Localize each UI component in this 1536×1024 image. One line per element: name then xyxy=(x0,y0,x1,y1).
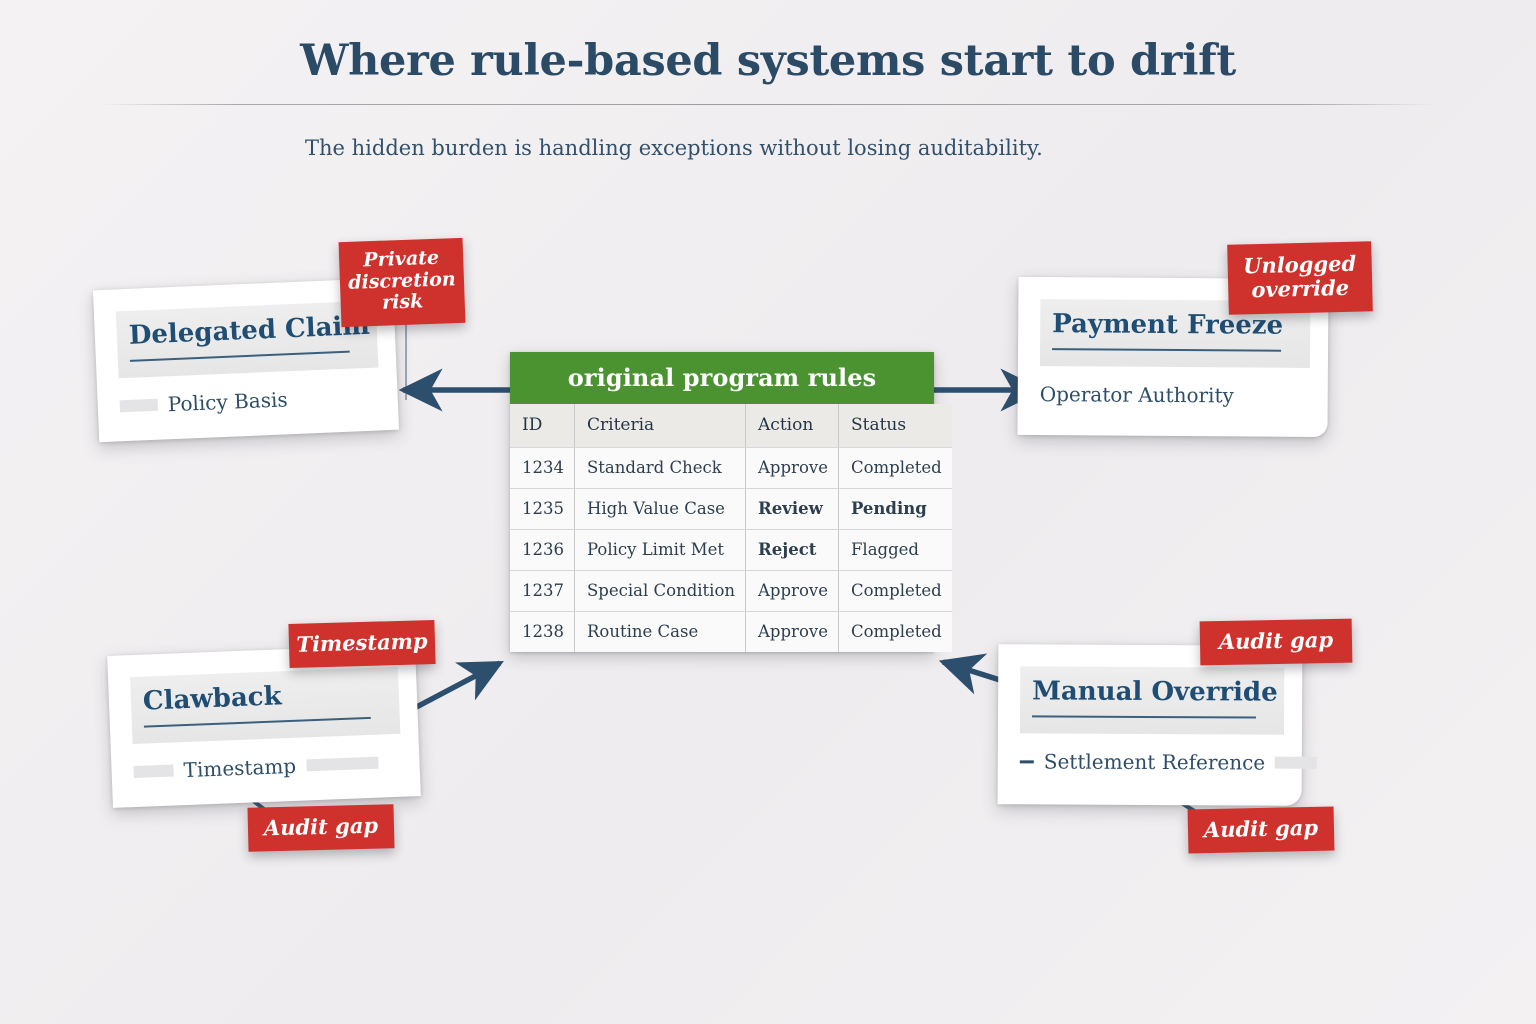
cell-action: Review xyxy=(745,488,839,530)
card-label: Operator Authority xyxy=(1039,382,1234,408)
table-row: 1238 Routine Case Approve Completed xyxy=(510,611,952,652)
card-label: Timestamp xyxy=(183,754,297,783)
cell-id: 1238 xyxy=(510,611,575,652)
badge-timestamp: Timestamp xyxy=(288,619,436,668)
cell-criteria: Special Condition xyxy=(574,570,747,612)
column-header-criteria: Criteria xyxy=(574,404,747,448)
card-body: Policy Basis xyxy=(97,367,399,442)
badge-audit-gap-bottom-left: Audit gap xyxy=(247,804,395,852)
card-title: Payment Freeze xyxy=(1052,309,1284,341)
card-title: Manual Override xyxy=(1032,676,1278,708)
page-subtitle: The hidden burden is handling exceptions… xyxy=(305,136,1043,160)
table-row: 1236 Policy Limit Met Reject Flagged xyxy=(510,529,952,571)
card-header: Delegated Claim xyxy=(115,300,379,379)
card-body: Settlement Reference xyxy=(998,734,1318,798)
dash-icon xyxy=(1019,760,1034,764)
cell-action: Approve xyxy=(745,570,839,612)
card-header: Clawback xyxy=(130,666,401,745)
placeholder-bar xyxy=(305,756,379,772)
cell-id: 1237 xyxy=(510,570,575,612)
card-title-underline xyxy=(129,350,350,363)
cell-action: Approve xyxy=(745,611,839,652)
cell-criteria: Routine Case xyxy=(574,611,747,652)
cell-status: Completed xyxy=(838,611,952,652)
badge-audit-gap-bottom-right: Audit gap xyxy=(1187,806,1335,854)
card-title-underline xyxy=(1052,348,1282,353)
cell-status: Pending xyxy=(838,488,952,530)
card-label: Settlement Reference xyxy=(1043,749,1266,775)
card-body: Operator Authority xyxy=(1017,366,1327,430)
badge-audit-gap-top-right: Audit gap xyxy=(1199,618,1353,666)
cell-status: Completed xyxy=(838,570,952,612)
cell-criteria: High Value Case xyxy=(574,488,747,530)
badge-private-discretion-risk: Private discretion risk xyxy=(338,237,466,328)
placeholder-bar xyxy=(1275,756,1318,770)
cell-id: 1234 xyxy=(510,447,575,489)
cell-action: Reject xyxy=(745,529,839,571)
rules-table: ID Criteria Action Status 1234 Standard … xyxy=(510,404,952,652)
table-header-row: ID Criteria Action Status xyxy=(510,404,952,448)
card-title: Clawback xyxy=(142,681,283,717)
column-header-id: ID xyxy=(510,404,575,448)
column-header-action: Action xyxy=(745,404,839,448)
card-body: Timestamp xyxy=(111,733,421,807)
cell-action: Approve xyxy=(745,447,839,489)
card-title: Delegated Claim xyxy=(128,310,371,351)
table-row: 1235 High Value Case Review Pending xyxy=(510,488,952,530)
cell-id: 1235 xyxy=(510,488,575,530)
badge-unlogged-override: Unlogged override xyxy=(1227,241,1373,315)
card-label: Policy Basis xyxy=(167,387,289,417)
card-clawback: Clawback Timestamp xyxy=(107,644,421,808)
title-divider xyxy=(100,104,1436,105)
card-title-underline xyxy=(143,717,372,728)
rules-table-banner: original program rules xyxy=(510,352,934,404)
table-row: 1237 Special Condition Approve Completed xyxy=(510,570,952,612)
column-header-status: Status xyxy=(838,404,952,448)
cell-status: Completed xyxy=(838,447,952,489)
card-title-underline xyxy=(1032,715,1256,719)
cell-criteria: Standard Check xyxy=(574,447,747,489)
cell-id: 1236 xyxy=(510,529,575,571)
placeholder-bar xyxy=(119,399,159,413)
card-manual-override: Manual Override Settlement Reference xyxy=(997,644,1318,806)
placeholder-bar xyxy=(133,764,174,779)
cell-status: Flagged xyxy=(838,529,952,571)
cell-criteria: Policy Limit Met xyxy=(574,529,747,571)
rules-table-panel: original program rules ID Criteria Actio… xyxy=(510,352,952,652)
card-header: Manual Override xyxy=(1019,666,1285,735)
table-row: 1234 Standard Check Approve Completed xyxy=(510,447,952,489)
page-title: Where rule-based systems start to drift xyxy=(300,36,1236,86)
